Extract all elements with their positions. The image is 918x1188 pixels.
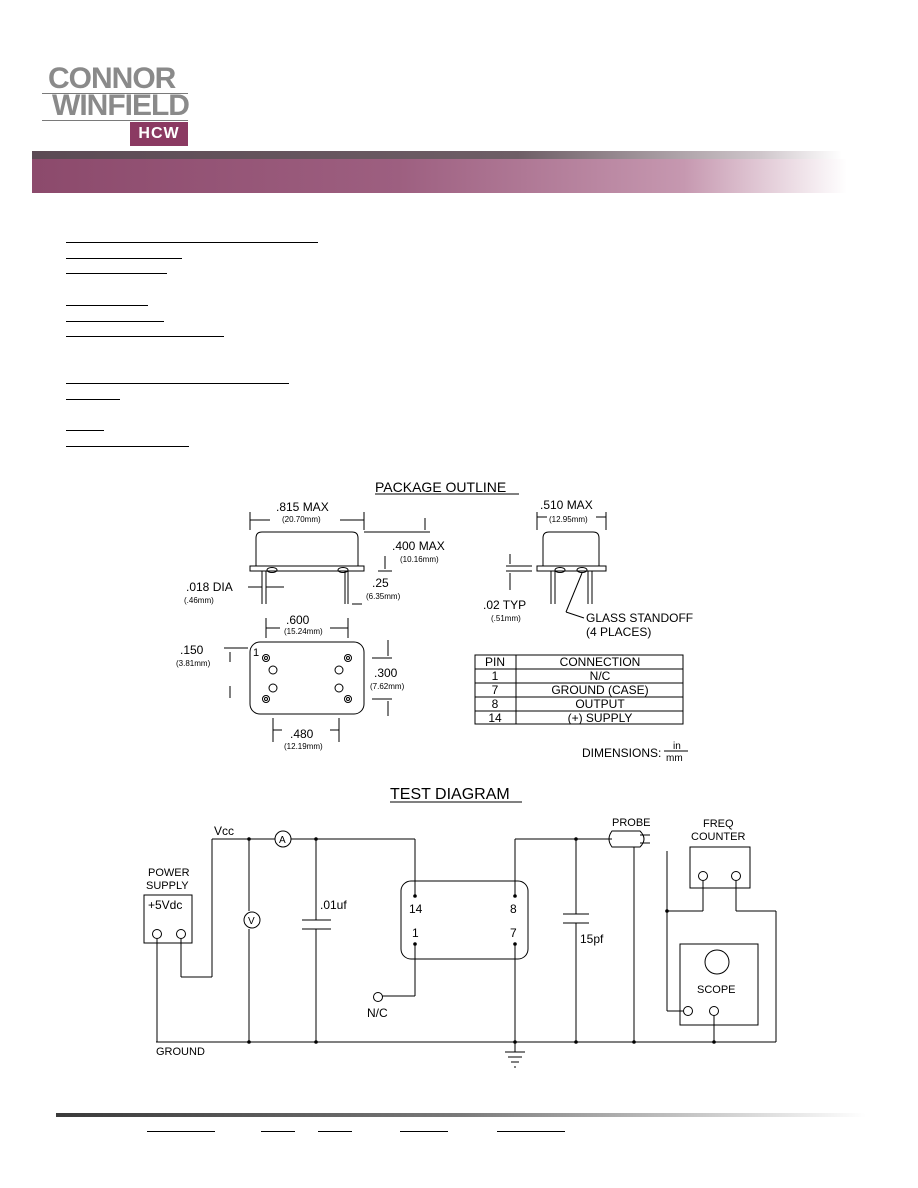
osc-pin8: 8 (510, 902, 517, 916)
spec-line (66, 446, 189, 447)
dim-02: .02 TYP (483, 598, 526, 612)
osc-pin14: 14 (409, 902, 423, 916)
spec-line (66, 399, 120, 400)
spec-line (66, 305, 148, 306)
footer-line (400, 1131, 448, 1132)
dim-480-mm: (12.19mm) (284, 742, 323, 751)
end-view (506, 512, 607, 619)
company-logo: CONNOR WINFIELD HCW (42, 62, 190, 146)
probe-label: PROBE (612, 817, 651, 829)
dim-018: .018 DIA (186, 580, 233, 594)
spec-line (66, 383, 289, 384)
dim-02-mm: (.51mm) (491, 614, 521, 623)
ammeter-label: A (279, 835, 286, 846)
footer-line (261, 1131, 295, 1132)
cap-01uf-label: .01uf (320, 898, 347, 912)
logo-word-connor: CONNOR (48, 62, 176, 95)
logo-mark: HCW (130, 122, 188, 146)
footer-line (318, 1131, 352, 1132)
dim-600-mm: (15.24mm) (284, 627, 323, 636)
pin-table-cell: N/C (590, 669, 611, 683)
dim-300: .300 (374, 666, 398, 680)
dim-150: .150 (180, 643, 204, 657)
pin-table (474, 654, 684, 725)
dimensions-label: DIMENSIONS: (582, 746, 661, 760)
pin-table-cell: 14 (488, 711, 502, 725)
test-circuit (143, 830, 777, 1068)
pin-table-header: PIN (485, 655, 505, 669)
voltmeter-label: V (248, 916, 255, 927)
supply-voltage: +5Vdc (148, 898, 182, 912)
pin-table-cell: 1 (492, 669, 499, 683)
dim-480: .480 (290, 727, 314, 741)
spec-line (66, 321, 164, 322)
bottom-view (224, 618, 392, 742)
side-view (248, 512, 430, 605)
standoff-places-label: (4 PLACES) (586, 625, 651, 639)
header-banner-top (32, 151, 842, 159)
pin-table-cell: GROUND (CASE) (551, 683, 648, 697)
vcc-label: Vcc (214, 824, 234, 838)
nc-label: N/C (367, 1006, 388, 1020)
dim-510: .510 MAX (540, 498, 593, 512)
dim-400: .400 MAX (392, 539, 445, 553)
spec-line (66, 430, 104, 431)
dim-25: .25 (372, 576, 389, 590)
osc-pin7: 7 (510, 926, 517, 940)
ground-label: GROUND (156, 1046, 205, 1058)
dim-400-mm: (10.16mm) (400, 555, 439, 564)
spec-line (66, 258, 182, 259)
osc-pin1: 1 (412, 926, 419, 940)
logo-rule (42, 120, 188, 121)
dim-600: .600 (286, 613, 310, 627)
package-outline-title: PACKAGE OUTLINE (375, 479, 506, 495)
spec-line (66, 242, 318, 243)
dimensions-mm: mm (666, 753, 683, 764)
header-banner (32, 159, 847, 193)
pin-table-header: CONNECTION (560, 655, 641, 669)
dim-510-mm: (12.95mm) (549, 515, 588, 524)
cap-15pf-label: 15pf (580, 932, 604, 946)
footer-bar (56, 1113, 866, 1117)
dim-815: .815 MAX (276, 500, 329, 514)
logo-rule (42, 93, 188, 94)
logo-word-winfield: WINFIELD (52, 89, 190, 122)
freq-counter-label: COUNTER (691, 831, 745, 843)
power-supply-label: SUPPLY (146, 880, 189, 892)
dim-815-mm: (20.70mm) (282, 515, 321, 524)
footer-line (147, 1131, 215, 1132)
glass-standoff-label: GLASS STANDOFF (586, 611, 693, 625)
pin-table-cell: OUTPUT (575, 697, 625, 711)
pin-table-cell: 8 (492, 697, 499, 711)
dimensions-in: in (673, 741, 681, 752)
pin-table-cell: (+) SUPPLY (568, 711, 633, 725)
junction-dots (247, 837, 716, 1044)
pin-table-cell: 7 (492, 683, 499, 697)
test-diagram-title: TEST DIAGRAM (390, 786, 510, 803)
dim-25-mm: (6.35mm) (366, 592, 401, 601)
dim-018-mm: (.46mm) (184, 596, 214, 605)
scope-label: SCOPE (697, 984, 736, 996)
dim-150-mm: (3.81mm) (176, 659, 211, 668)
footer-line (497, 1131, 565, 1132)
power-supply-label: POWER (148, 867, 190, 879)
pin1-marker: 1 (253, 647, 259, 659)
dim-300-mm: (7.62mm) (370, 682, 405, 691)
spec-line (66, 273, 167, 274)
spec-line (66, 336, 224, 337)
freq-counter-label: FREQ (703, 818, 734, 830)
